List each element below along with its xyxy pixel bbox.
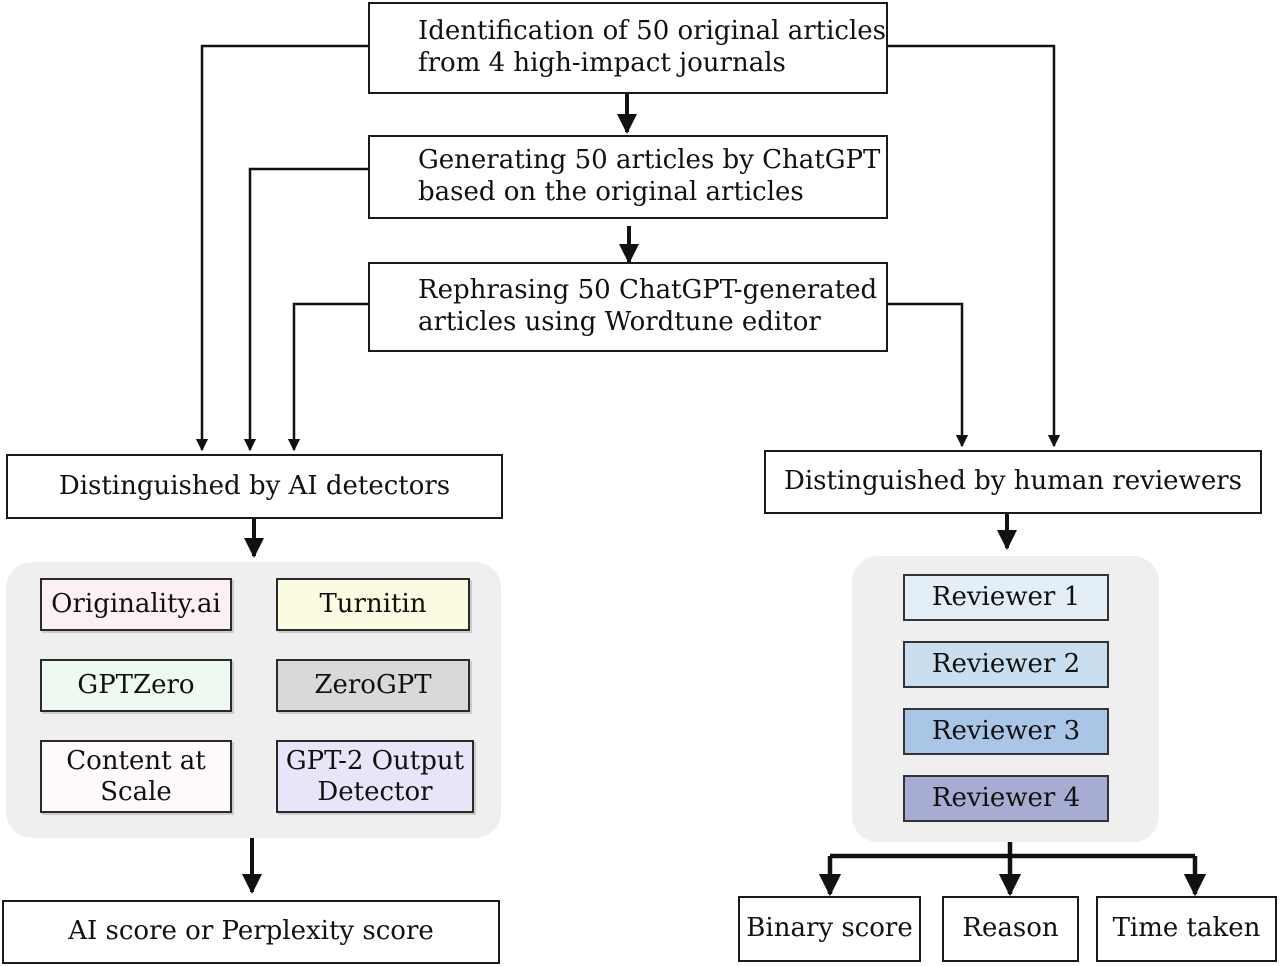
tool-content-at-scale: Content at Scale — [40, 740, 232, 813]
arrow-step3-to-human — [888, 302, 969, 448]
output-reason-label: Reason — [962, 913, 1059, 944]
tool-gpt2-detector-line1: GPT-2 Output — [285, 745, 465, 776]
human-reviewers-box: Distinguished by human reviewers — [764, 450, 1262, 514]
reviewer-2: Reviewer 2 — [903, 641, 1109, 688]
reviewer-3-label: Reviewer 3 — [931, 716, 1081, 747]
step-generating-line2: based on the original articles — [418, 177, 804, 207]
arrow-step1-to-human — [888, 44, 1061, 448]
output-reason: Reason — [942, 896, 1079, 962]
reviewer-1: Reviewer 1 — [903, 574, 1109, 621]
reviewer-2-label: Reviewer 2 — [931, 649, 1081, 680]
reviewer-1-label: Reviewer 1 — [931, 582, 1081, 613]
ai-detectors-title: Distinguished by AI detectors — [58, 470, 451, 501]
output-time-taken-label: Time taken — [1112, 913, 1261, 944]
arrow-step1-to-ai — [195, 44, 368, 452]
reviewer-3: Reviewer 3 — [903, 708, 1109, 755]
tool-zerogpt: ZeroGPT — [276, 659, 470, 712]
output-binary-score: Binary score — [738, 896, 921, 962]
tool-gptzero: GPTZero — [40, 659, 232, 712]
tool-originality: Originality.ai — [40, 578, 232, 631]
step-identification-line1: Identification of 50 original articles — [418, 16, 887, 47]
step-identification-line2: from 4 high-impact journals — [418, 48, 786, 78]
tool-gptzero-label: GPTZero — [77, 670, 195, 701]
tool-turnitin: Turnitin — [276, 578, 470, 631]
tool-zerogpt-label: ZeroGPT — [314, 670, 432, 701]
step-rephrasing-box: Rephrasing 50 ChatGPT-generated articles… — [368, 262, 888, 352]
tool-content-at-scale-line1: Content at — [66, 745, 206, 776]
output-binary-score-label: Binary score — [746, 913, 913, 944]
step-identification-box: Identification of 50 original articles f… — [368, 2, 888, 94]
human-reviewers-title: Distinguished by human reviewers — [784, 466, 1242, 497]
tool-content-at-scale-line2: Scale — [100, 776, 172, 807]
ai-output-label: AI score or Perplexity score — [68, 916, 434, 947]
reviewer-4: Reviewer 4 — [903, 775, 1109, 822]
tool-originality-label: Originality.ai — [51, 589, 221, 620]
tool-turnitin-label: Turnitin — [319, 589, 427, 620]
step-rephrasing-line2: articles using Wordtune editor — [418, 307, 821, 337]
arrow-step3-to-ai — [287, 302, 368, 452]
ai-output-box: AI score or Perplexity score — [2, 900, 500, 964]
arrow-step2-to-ai — [243, 167, 368, 452]
tool-gpt2-detector: GPT-2 Output Detector — [276, 740, 474, 813]
ai-detectors-box: Distinguished by AI detectors — [6, 454, 503, 519]
step-generating-line1: Generating 50 articles by ChatGPT — [418, 145, 881, 176]
reviewer-4-label: Reviewer 4 — [931, 783, 1081, 814]
step-generating-box: Generating 50 articles by ChatGPT based … — [368, 135, 888, 219]
tool-gpt2-detector-line2: Detector — [317, 776, 433, 807]
step-rephrasing-line1: Rephrasing 50 ChatGPT-generated — [418, 275, 878, 306]
output-time-taken: Time taken — [1096, 896, 1277, 962]
